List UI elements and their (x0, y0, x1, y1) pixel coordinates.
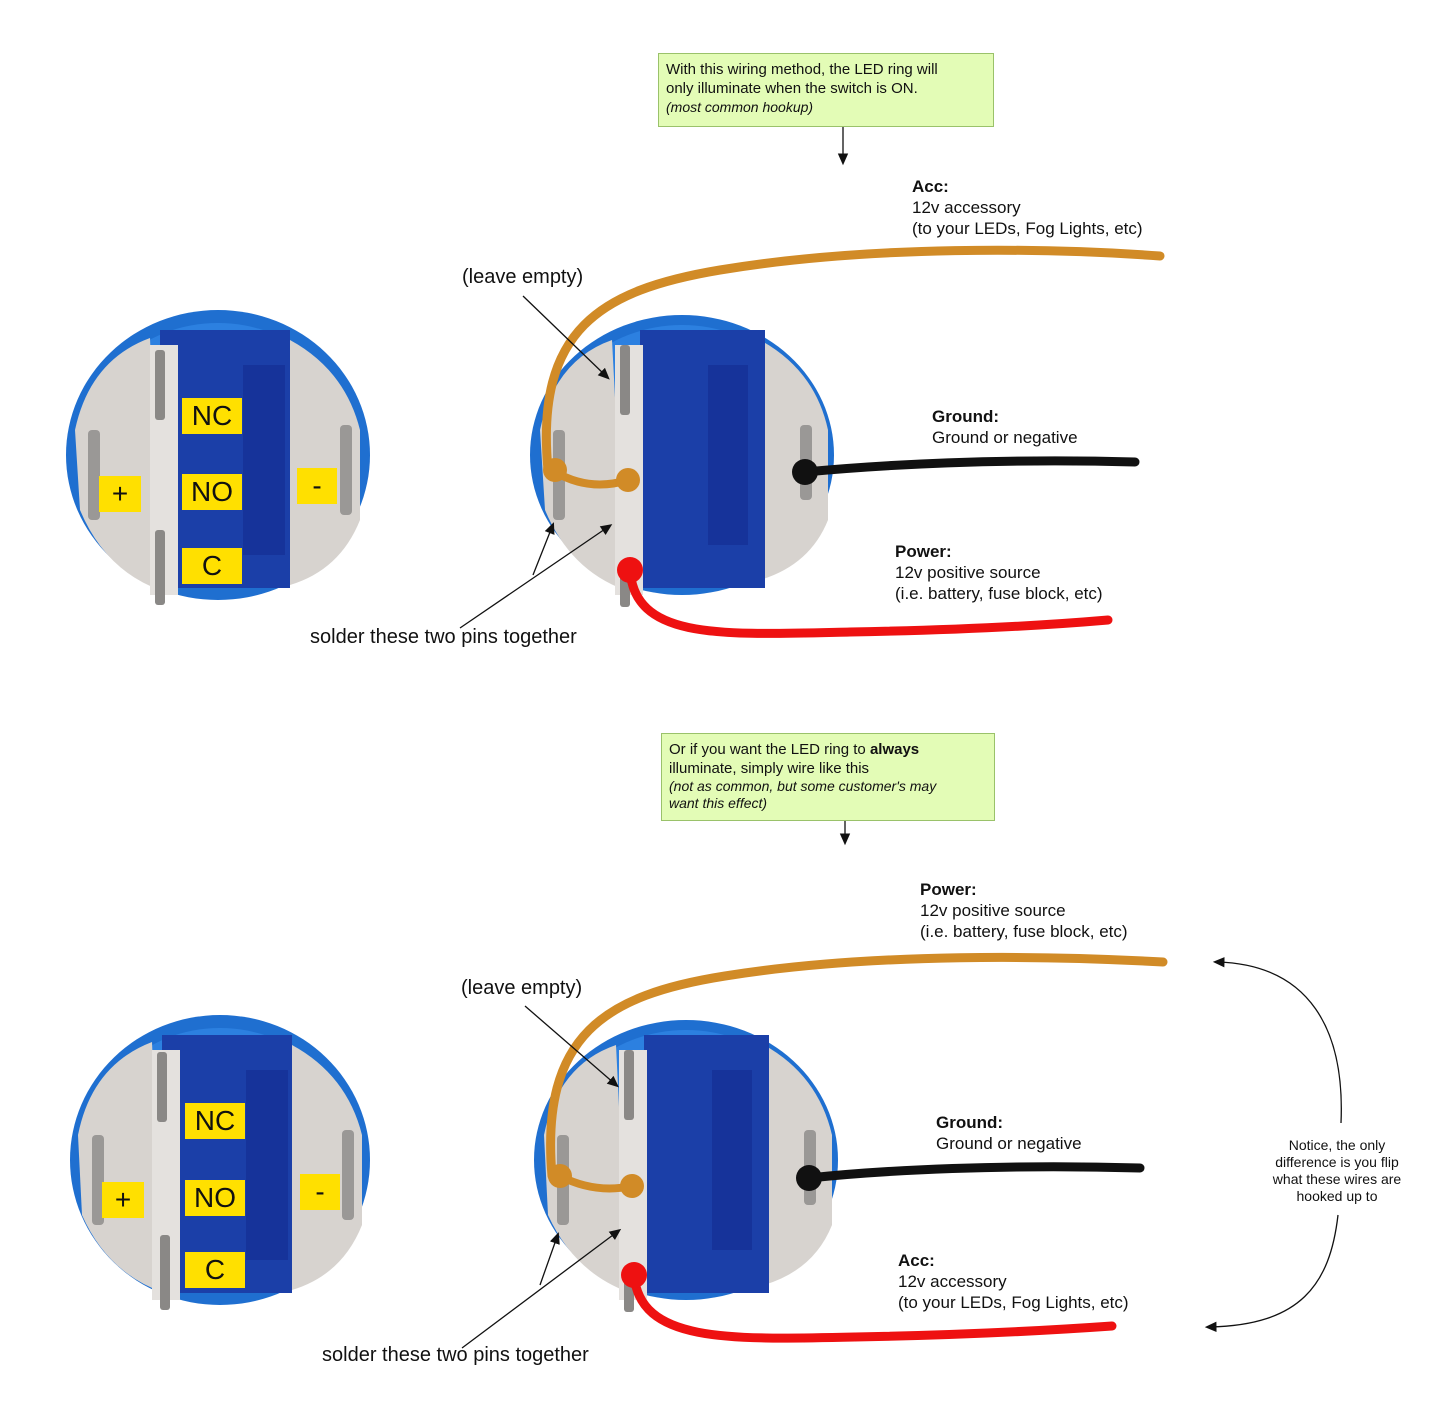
info-note-bottom: Or if you want the LED ring to always il… (661, 733, 995, 821)
solder-dot-plus-top (543, 458, 567, 482)
ground-title: Ground: (936, 1113, 1004, 1132)
power-wire-top (625, 565, 1113, 638)
pin-label-minus: - (297, 468, 337, 504)
side-note: Notice, the only difference is you flip … (1272, 1137, 1402, 1204)
solder-dot-no-bottom (620, 1174, 644, 1198)
ground-line-1: Ground or negative (932, 428, 1078, 447)
diagram-bottom-graphics (70, 821, 1342, 1349)
acc-line-1: 12v accessory (912, 198, 1021, 217)
pin-label-c: C (185, 1252, 245, 1288)
ground-wire-top (800, 456, 1140, 477)
acc-title: Acc: (912, 177, 949, 196)
pin-label-c: C (182, 548, 242, 584)
power-line-1: 12v positive source (895, 563, 1041, 582)
ground-line-1: Ground or negative (936, 1134, 1082, 1153)
info-note-top: With this wiring method, the LED ring wi… (658, 53, 994, 127)
note-line-2: illuminate, simply wire like this (669, 760, 870, 777)
diagram-bottom: Or if you want the LED ring to always il… (0, 700, 1445, 1412)
acc-line-2: (to your LEDs, Fog Lights, etc) (912, 219, 1143, 238)
leave-empty-label-top: (leave empty) (462, 266, 584, 288)
ground-title: Ground: (932, 407, 1000, 426)
pin-label-plus: + (102, 1182, 144, 1218)
pin-label-nc: NC (185, 1103, 245, 1139)
solder-dot-no-top (616, 468, 640, 492)
acc-wire-bottom (629, 1270, 1117, 1343)
acc-line-1: 12v accessory (898, 1272, 1007, 1291)
solder-label-top: solder these two pins together (310, 626, 577, 648)
note-line-2: only illuminate when the switch is ON. (666, 80, 918, 97)
power-label-top: Power: 12v positive source (i.e. battery… (895, 541, 1103, 604)
power-line-2: (i.e. battery, fuse block, etc) (895, 584, 1103, 603)
ground-wire-bottom (804, 1162, 1145, 1183)
switch-left-top (66, 310, 370, 605)
pin-label-no: NO (182, 474, 242, 510)
note-line-1: With this wiring method, the LED ring wi… (666, 61, 938, 78)
acc-line-2: (to your LEDs, Fog Lights, etc) (898, 1293, 1129, 1312)
switch-right-bottom (534, 1020, 838, 1312)
diagram-top: With this wiring method, the LED ring wi… (0, 0, 1445, 712)
pin-label-plus: + (99, 476, 141, 512)
diagram-top-graphics (66, 127, 1165, 638)
switch-left-bottom (70, 1015, 370, 1310)
acc-label-bottom: Acc: 12v accessory (to your LEDs, Fog Li… (898, 1250, 1129, 1313)
note-bold-word: always (869, 741, 920, 758)
note-italic-1: (not as common, but some customer's may (669, 778, 937, 794)
note-italic: (most common hookup) (666, 99, 814, 115)
note-line-1: Or if you want the LED ring to always (669, 740, 987, 759)
ground-label-bottom: Ground: Ground or negative (936, 1112, 1082, 1154)
power-title: Power: (920, 880, 977, 899)
power-label-bottom: Power: 12v positive source (i.e. battery… (920, 879, 1128, 942)
switch-right-top (530, 315, 834, 607)
power-line-1: 12v positive source (920, 901, 1066, 920)
power-wire-bottom-upper (546, 952, 1168, 1181)
ground-label-top: Ground: Ground or negative (932, 406, 1078, 448)
pin-label-minus: - (300, 1174, 340, 1210)
leave-empty-label-bottom: (leave empty) (461, 977, 583, 999)
acc-label-top: Acc: 12v accessory (to your LEDs, Fog Li… (912, 176, 1143, 239)
pin-label-nc: NC (182, 398, 242, 434)
power-line-2: (i.e. battery, fuse block, etc) (920, 922, 1128, 941)
acc-wire-top (541, 245, 1165, 475)
note-line-1-text: Or if you want the LED ring to (669, 741, 870, 758)
power-title: Power: (895, 542, 952, 561)
pin-label-no: NO (185, 1180, 245, 1216)
note-italic-2: want this effect) (669, 795, 768, 811)
solder-label-bottom: solder these two pins together (322, 1344, 589, 1366)
solder-dot-plus-bottom (548, 1164, 572, 1188)
acc-title: Acc: (898, 1251, 935, 1270)
